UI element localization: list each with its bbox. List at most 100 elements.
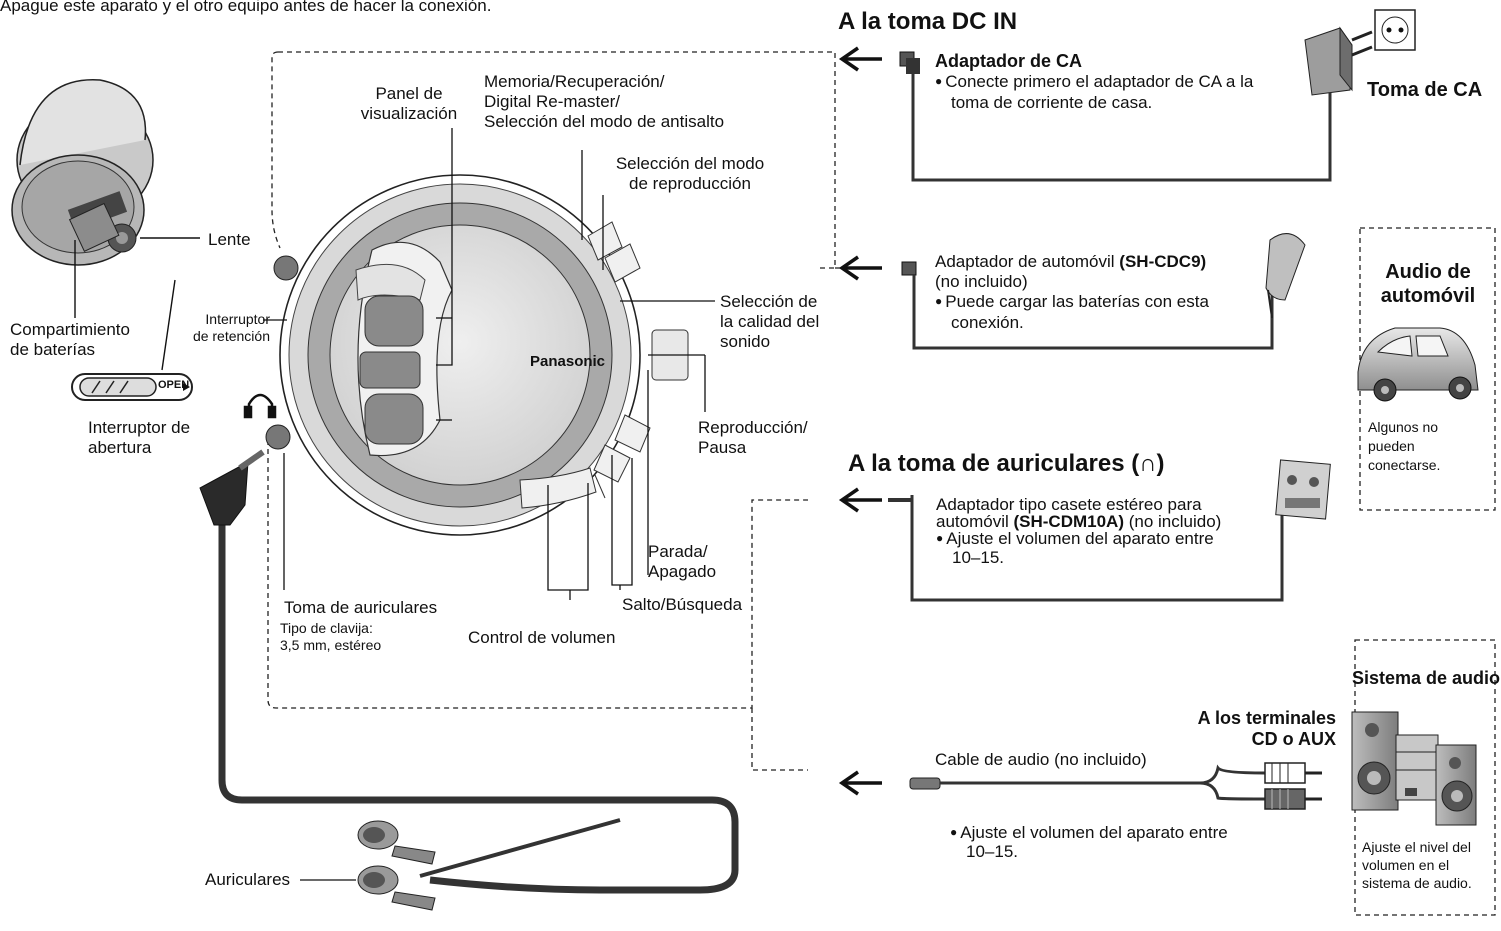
label-hold-switch-line2: de retención	[192, 328, 270, 344]
headphone-jack	[265, 424, 291, 450]
label-stop-off-line1: Parada/	[648, 542, 708, 561]
car-adapter-text: Adaptador de automóvil (SH-CDC9)(no incl…	[935, 252, 1209, 333]
label-plug-type-line1: Tipo de clavija:	[280, 620, 373, 636]
terminals-line2: CD o AUX	[1251, 729, 1336, 749]
audio-system-note-line1: Ajuste el nivel del	[1362, 839, 1471, 855]
label-play-pause: Reproducción/Pausa	[698, 418, 808, 458]
heading-dc-in: A la toma DC IN	[838, 8, 1018, 35]
label-stop-off-line2: Apagado	[648, 562, 717, 581]
label-skip-search: Salto/Búsqueda	[622, 595, 743, 614]
headphone-icon	[243, 393, 277, 419]
open-player-illustration	[11, 79, 200, 371]
heading-headphone-jack: A la toma de auriculares (∩)	[848, 450, 1165, 477]
terminals-line1: A los terminales	[1197, 708, 1336, 728]
label-sound-quality-line2: la calidad del	[720, 312, 820, 331]
label-plug-type: Tipo de clavija:3,5 mm, estéreo	[280, 620, 381, 654]
car-adapter-sub: (no incluido)	[935, 272, 1028, 291]
label-open: OPEN	[158, 379, 190, 391]
label-play-pause-line1: Reproducción/	[698, 418, 808, 437]
cassette-line2a: automóvil	[936, 512, 1014, 531]
ac-adapter-line1: Conecte primero el adaptador de CA a la	[935, 72, 1253, 93]
label-open-switch-line1: Interruptor de	[88, 418, 191, 437]
car-adapter-line1: Adaptador de automóvil (SH-CDC9)	[935, 252, 1209, 272]
headphones-illustration	[199, 449, 739, 911]
audio-system-note-line3: sistema de audio.	[1362, 875, 1472, 891]
audio-cable-note-line1: Ajuste el volumen del aparato entre	[950, 824, 1227, 843]
label-play-mode-line2: de reproducción	[629, 174, 751, 193]
audio-system-note: Ajuste el nivel del volumen en el sistema …	[1362, 838, 1472, 892]
label-battery-line1: Compartimiento	[10, 320, 130, 339]
dc-in-jack	[273, 255, 299, 281]
cassette-line4: 10–15.	[952, 548, 1004, 567]
label-stop-off: Parada/Apagado	[648, 542, 716, 582]
label-memoria-line2: Digital Re-master/	[484, 92, 621, 111]
car-adapter-illustration	[901, 233, 1306, 350]
label-play-mode-line1: Selección del modo	[615, 154, 765, 173]
cassette-adapter-illustration	[888, 459, 1331, 602]
top-note: Apague este aparato y el otro equipo ant…	[0, 0, 492, 15]
label-play-pause-line2: Pausa	[698, 438, 747, 457]
label-sound-quality-line1: Selección de	[720, 292, 818, 311]
car-audio-title-line1: Audio de	[1385, 261, 1471, 283]
label-memoria-line1: Memoria/Recuperación/	[484, 72, 665, 91]
car-audio-note-line1: Algunos no	[1368, 419, 1439, 435]
label-open-switch-line2: abertura	[88, 438, 152, 457]
cassette-line2b: (no incluido)	[1123, 512, 1222, 531]
audio-system-illustration	[1351, 711, 1477, 826]
ac-adapter-title: Adaptador de CA	[935, 51, 1083, 71]
label-headphone-jack: Toma de auriculares	[284, 598, 438, 617]
ac-adapter-line2: toma de corriente de casa.	[951, 93, 1153, 112]
audio-cable-illustration	[909, 762, 1322, 810]
car-audio-note-line3: conectarse.	[1368, 457, 1441, 473]
arrow-headphone	[838, 487, 882, 513]
heading-headphone-text: A la toma de auriculares (	[848, 450, 1140, 477]
car-audio-note-line2: pueden	[1368, 438, 1415, 454]
audio-system-title: Sistema de audio	[1352, 668, 1501, 688]
label-volume-control: Control de volumen	[468, 628, 616, 647]
arrow-car-adapter	[838, 255, 882, 281]
label-memoria-line3: Selección del modo de antisalto	[484, 112, 725, 131]
arrow-dc-in	[838, 46, 882, 72]
dashed-outline	[267, 51, 1496, 916]
heading-headphone-close: )	[1156, 450, 1165, 477]
cassette-line1: Adaptador tipo casete estéreo para	[936, 495, 1202, 514]
audio-system-note-line2: volumen en el	[1362, 857, 1450, 873]
label-hold-switch-line1: Interruptor	[205, 311, 270, 327]
audio-cable-note: Ajuste el volumen del aparato entre10–15…	[950, 824, 1227, 861]
car-adapter-line4: conexión.	[951, 313, 1024, 332]
car-audio-title-line2: automóvil	[1380, 285, 1476, 307]
label-plug-type-line2: 3,5 mm, estéreo	[280, 637, 382, 653]
ac-adapter-illustration	[899, 9, 1416, 182]
label-sound-quality-line3: sonido	[720, 332, 771, 351]
cassette-line2: automóvil (SH-CDM10A) (no incluido)	[936, 513, 1221, 530]
open-switch-illustration	[71, 373, 193, 401]
label-leader-lines	[263, 128, 715, 600]
car-audio-note: Algunos no pueden conectarse.	[1368, 418, 1440, 475]
car-illustration	[1357, 327, 1479, 402]
arrow-audio-cable	[838, 770, 882, 796]
label-earphones: Auriculares	[205, 870, 291, 889]
ac-outlet-label: Toma de CA	[1367, 79, 1483, 101]
ac-adapter-text: Conecte primero el adaptador de CA a lat…	[935, 72, 1253, 113]
car-adapter-name: Adaptador de automóvil	[935, 252, 1120, 271]
brand-logo-text: Panasonic	[530, 353, 606, 370]
cassette-model: (SH-CDM10A)	[1013, 512, 1124, 531]
label-battery-line2: de baterías	[10, 340, 96, 359]
label-panel-line2: visualización	[360, 104, 458, 123]
audio-cable-note-line2: 10–15.	[966, 842, 1018, 861]
label-memoria: Memoria/Recuperación/Digital Re-master/S…	[484, 72, 724, 132]
cassette-line3: Ajuste el volumen del aparato entre	[936, 530, 1221, 549]
label-panel-line1: Panel de	[375, 84, 443, 103]
audio-cable-label: Cable de audio (no incluido)	[935, 750, 1147, 769]
car-adapter-model: (SH-CDC9)	[1119, 252, 1207, 271]
